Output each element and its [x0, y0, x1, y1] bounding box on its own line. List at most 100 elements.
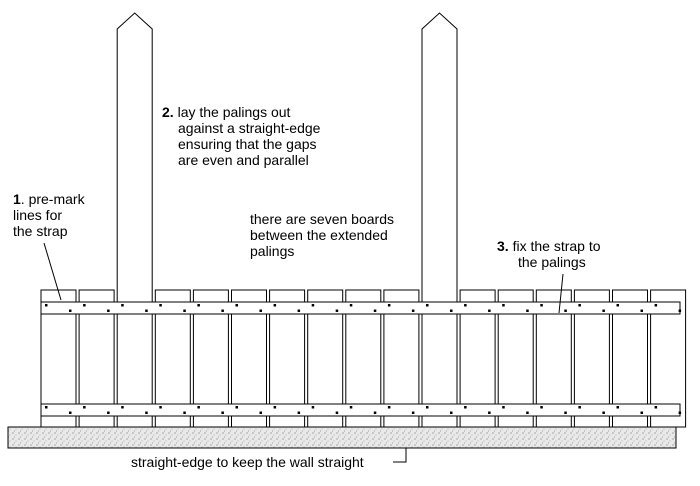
nail-mark	[83, 406, 86, 409]
nail-mark	[488, 411, 491, 414]
nail-mark	[221, 411, 224, 414]
note3-line1: fix the strap to	[512, 238, 601, 254]
note2-line4: are even and parallel	[178, 152, 309, 168]
nail-mark	[578, 304, 581, 307]
note-seven-boards: there are seven boards between the exten…	[250, 211, 394, 259]
nail-mark	[578, 406, 581, 409]
nail-mark	[616, 406, 619, 409]
note-seven-line1: there are seven boards	[250, 211, 394, 227]
nail-mark	[654, 406, 658, 409]
nail-mark	[183, 411, 186, 414]
note2-line3: ensuring that the gaps	[178, 136, 317, 152]
nail-mark	[69, 309, 72, 312]
nail-mark	[488, 309, 491, 312]
nail-mark	[335, 411, 339, 414]
nail-mark	[273, 406, 277, 409]
note3-line2: the palings	[518, 254, 586, 270]
nail-mark	[159, 304, 162, 307]
nail-mark	[69, 411, 72, 414]
nail-mark	[602, 309, 605, 312]
nail-mark	[654, 304, 658, 307]
nail-mark	[564, 411, 567, 414]
nail-mark	[616, 304, 619, 307]
nail-mark	[450, 411, 453, 414]
nail-mark	[373, 309, 377, 312]
straight-edge-board	[7, 426, 677, 449]
leader-straight-edge	[393, 448, 407, 463]
nail-mark	[297, 411, 301, 414]
nail-mark	[426, 406, 429, 409]
nail-mark	[273, 304, 277, 307]
nail-mark	[107, 309, 110, 312]
nail-mark	[259, 309, 262, 312]
straps-group	[40, 301, 681, 417]
note3-number: 3.	[497, 238, 509, 254]
leader-note1	[43, 242, 62, 301]
note-fix-strap: 3. fix the strap to the palings	[497, 238, 601, 270]
nail-mark	[502, 304, 505, 307]
straight-edge-label: straight-edge to keep the wall straight	[131, 454, 364, 470]
nail-mark	[183, 309, 186, 312]
nail-mark	[450, 309, 453, 312]
note1-line3: the strap	[13, 223, 68, 239]
nail-mark	[45, 304, 48, 307]
nail-mark	[121, 304, 124, 307]
nail-mark	[540, 406, 543, 409]
note2-line2: against a straight-edge	[178, 120, 321, 136]
note-seven-line2: between the extended	[250, 227, 388, 243]
note1-line2: lines for	[13, 207, 63, 223]
top-strap	[40, 301, 681, 315]
note-seven-line3: palings	[250, 243, 295, 259]
nail-mark	[502, 406, 505, 409]
note1-line1: . pre-mark	[20, 191, 85, 207]
nail-mark	[297, 309, 301, 312]
nail-mark	[235, 406, 238, 409]
leader-lines	[43, 242, 564, 463]
nail-mark	[564, 309, 567, 312]
note2-number: 2.	[162, 104, 174, 120]
note2-line1: lay the palings out	[177, 104, 291, 120]
nail-mark	[526, 309, 529, 312]
nail-mark	[197, 406, 200, 409]
note1-number: 1	[13, 191, 21, 207]
leader-note3	[558, 273, 564, 314]
nail-mark	[678, 309, 682, 312]
nail-mark	[335, 309, 339, 312]
nail-mark	[387, 406, 391, 409]
nail-mark	[373, 411, 377, 414]
nail-mark	[411, 411, 415, 414]
nail-mark	[145, 309, 148, 312]
extended-paling	[421, 12, 458, 428]
nail-mark	[145, 411, 148, 414]
nail-mark	[121, 406, 124, 409]
nail-mark	[235, 304, 238, 307]
nail-mark	[159, 406, 162, 409]
nail-mark	[197, 304, 200, 307]
extended-paling	[116, 12, 153, 428]
nail-mark	[259, 411, 262, 414]
nail-mark	[640, 411, 643, 414]
bottom-strap	[40, 403, 681, 417]
nail-mark	[387, 304, 391, 307]
nail-mark	[540, 304, 543, 307]
nail-mark	[640, 309, 643, 312]
nail-mark	[349, 406, 353, 409]
nail-mark	[311, 304, 315, 307]
nail-mark	[678, 411, 682, 414]
nail-mark	[526, 411, 529, 414]
note-pre-mark: 1. pre-mark lines for the strap	[13, 191, 85, 239]
nail-mark	[464, 304, 467, 307]
nail-mark	[411, 309, 415, 312]
nail-mark	[311, 406, 315, 409]
nail-mark	[464, 406, 467, 409]
nail-mark	[83, 304, 86, 307]
nail-mark	[45, 406, 48, 409]
nail-mark	[221, 309, 224, 312]
nail-mark	[349, 304, 353, 307]
nail-mark	[107, 411, 110, 414]
note-lay-palings: 2. lay the palings out against a straigh…	[162, 104, 320, 168]
nails-group	[45, 304, 682, 414]
nail-mark	[426, 304, 429, 307]
nail-mark	[602, 411, 605, 414]
